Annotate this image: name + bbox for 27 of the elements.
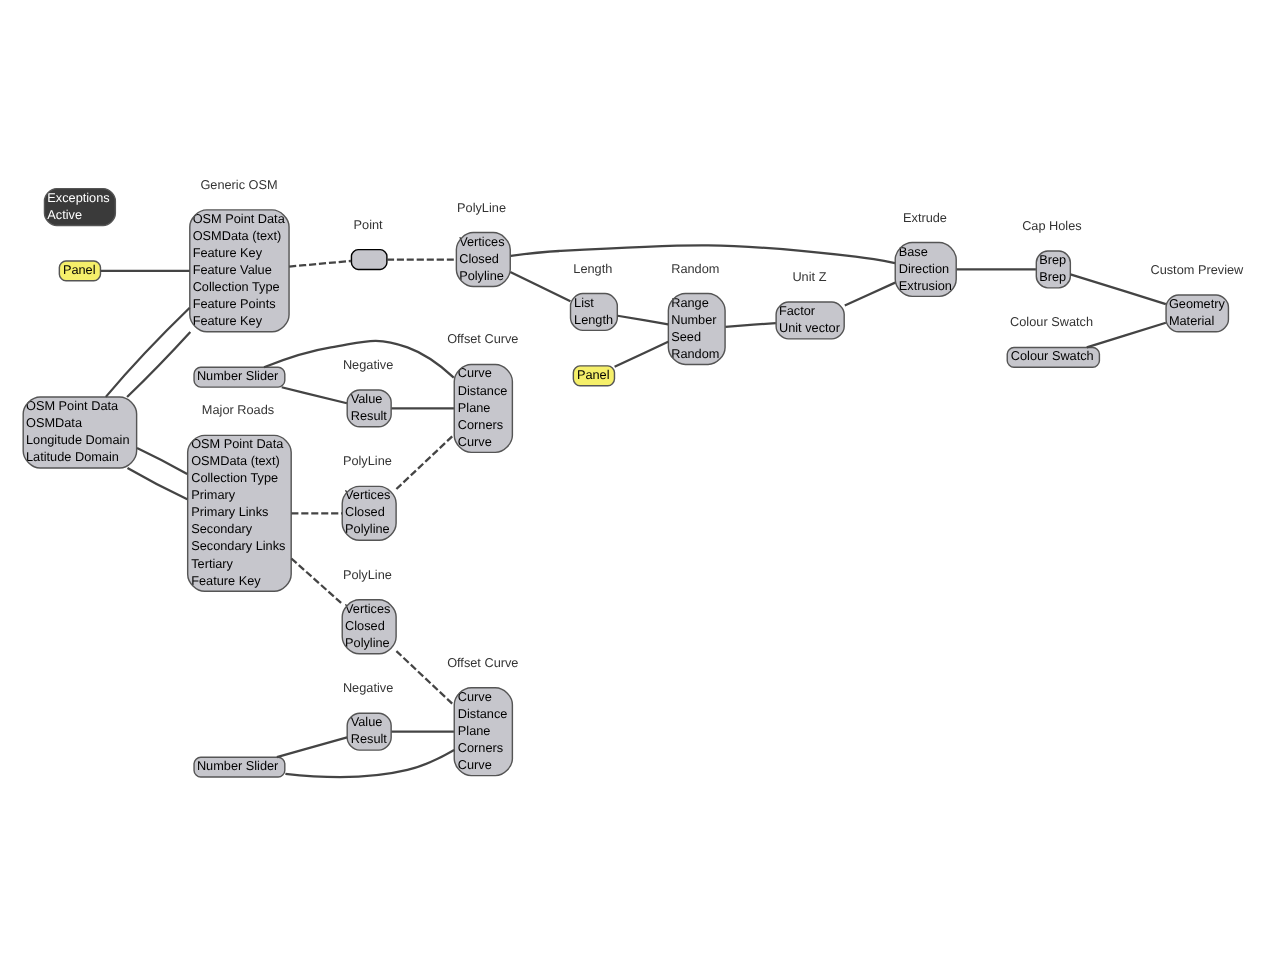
connector <box>104 306 191 398</box>
connector <box>395 434 455 490</box>
connector <box>844 281 896 307</box>
connector <box>1086 321 1167 349</box>
connector <box>391 730 454 733</box>
connector <box>263 339 455 379</box>
connector <box>956 268 1036 271</box>
connector <box>391 407 454 410</box>
connector <box>387 258 457 261</box>
connector <box>281 386 348 405</box>
connector <box>617 314 669 326</box>
connector <box>509 270 571 303</box>
connector <box>136 446 188 476</box>
connector <box>126 467 188 501</box>
connector <box>291 512 343 515</box>
node-box <box>350 248 388 271</box>
connector <box>285 748 455 779</box>
connector <box>395 650 455 707</box>
connector <box>510 244 896 265</box>
connector <box>725 321 776 329</box>
connector <box>100 269 190 272</box>
connector <box>1070 273 1167 306</box>
connector <box>290 557 343 605</box>
connector <box>614 340 669 368</box>
connector <box>126 331 192 398</box>
connector <box>289 259 352 268</box>
connector <box>276 736 348 759</box>
